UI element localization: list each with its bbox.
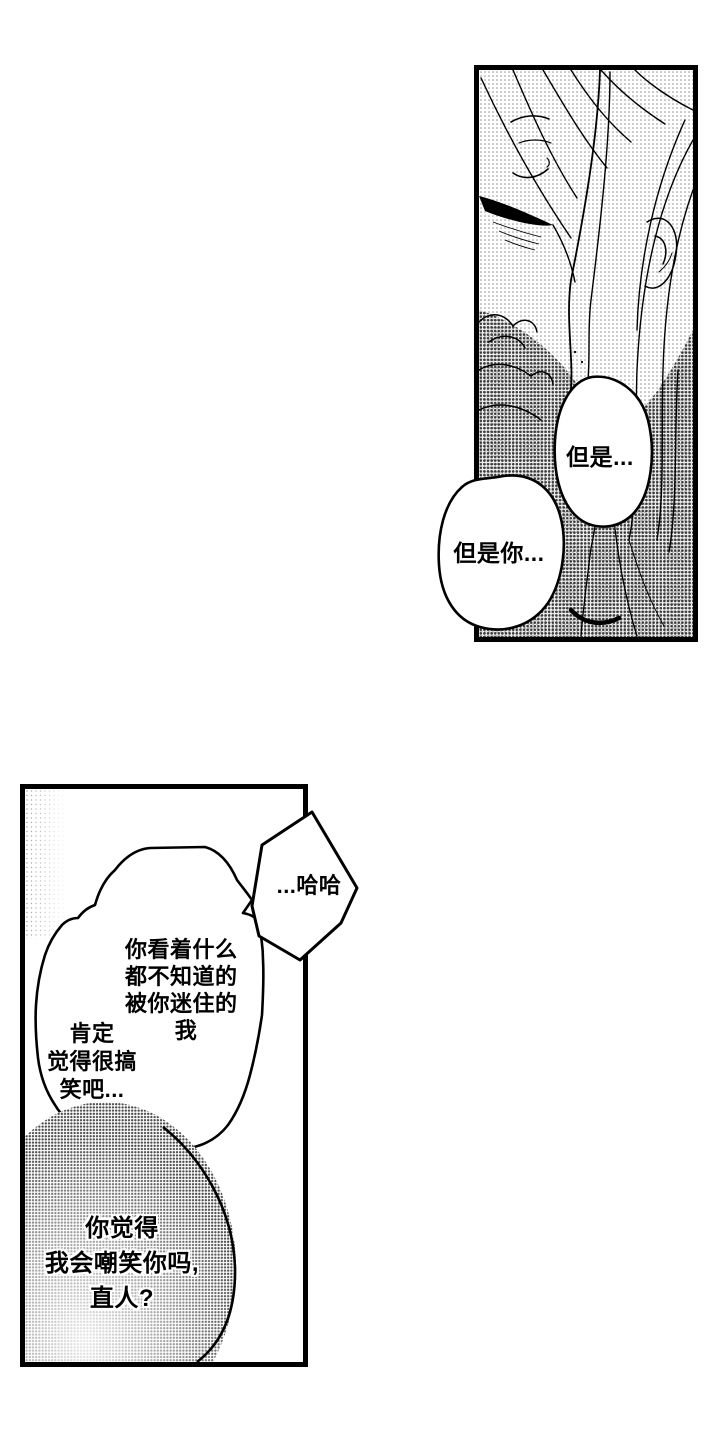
bubble-text-question: 你觉得 我会嘲笑你吗, 直人?	[22, 1211, 222, 1316]
monologue-b-line-3: 笑吧...	[59, 1077, 125, 1102]
speech-bubble-monologue	[34, 845, 265, 1154]
question-line-3: 直人?	[89, 1285, 155, 1312]
speech-bubble-question-shape	[25, 1102, 237, 1362]
monologue-a-line-4: 我	[174, 1018, 198, 1043]
bubble-text-but: 但是...	[548, 444, 652, 470]
question-line-2: 我会嘲笑你吗,	[44, 1250, 200, 1277]
panel-bottom-artwork	[25, 789, 303, 1362]
bubble-text-but-you-line: 但是你...	[453, 540, 545, 566]
bubble-text-monologue-b: 肯定 觉得很搞 笑吧...	[36, 1020, 148, 1104]
monologue-a-line-2: 都不知道的	[125, 964, 238, 989]
bubble-text-but-line: 但是...	[566, 444, 634, 470]
monologue-a-line-1: 你看着什么	[125, 937, 238, 962]
bubble-text-monologue-a: 你看着什么 都不知道的 被你迷住的 我	[125, 936, 247, 1044]
bubble-text-haha: ...哈哈	[257, 874, 361, 898]
bubble-text-haha-line: ...哈哈	[276, 873, 342, 898]
question-line-1: 你觉得	[85, 1215, 159, 1242]
manga-panel-bottom	[20, 784, 308, 1367]
monologue-b-line-2: 觉得很搞	[46, 1049, 137, 1074]
bubble-text-but-you: 但是你...	[435, 540, 563, 566]
monologue-b-line-1: 肯定	[69, 1021, 115, 1046]
monologue-a-line-3: 被你迷住的	[125, 991, 238, 1016]
